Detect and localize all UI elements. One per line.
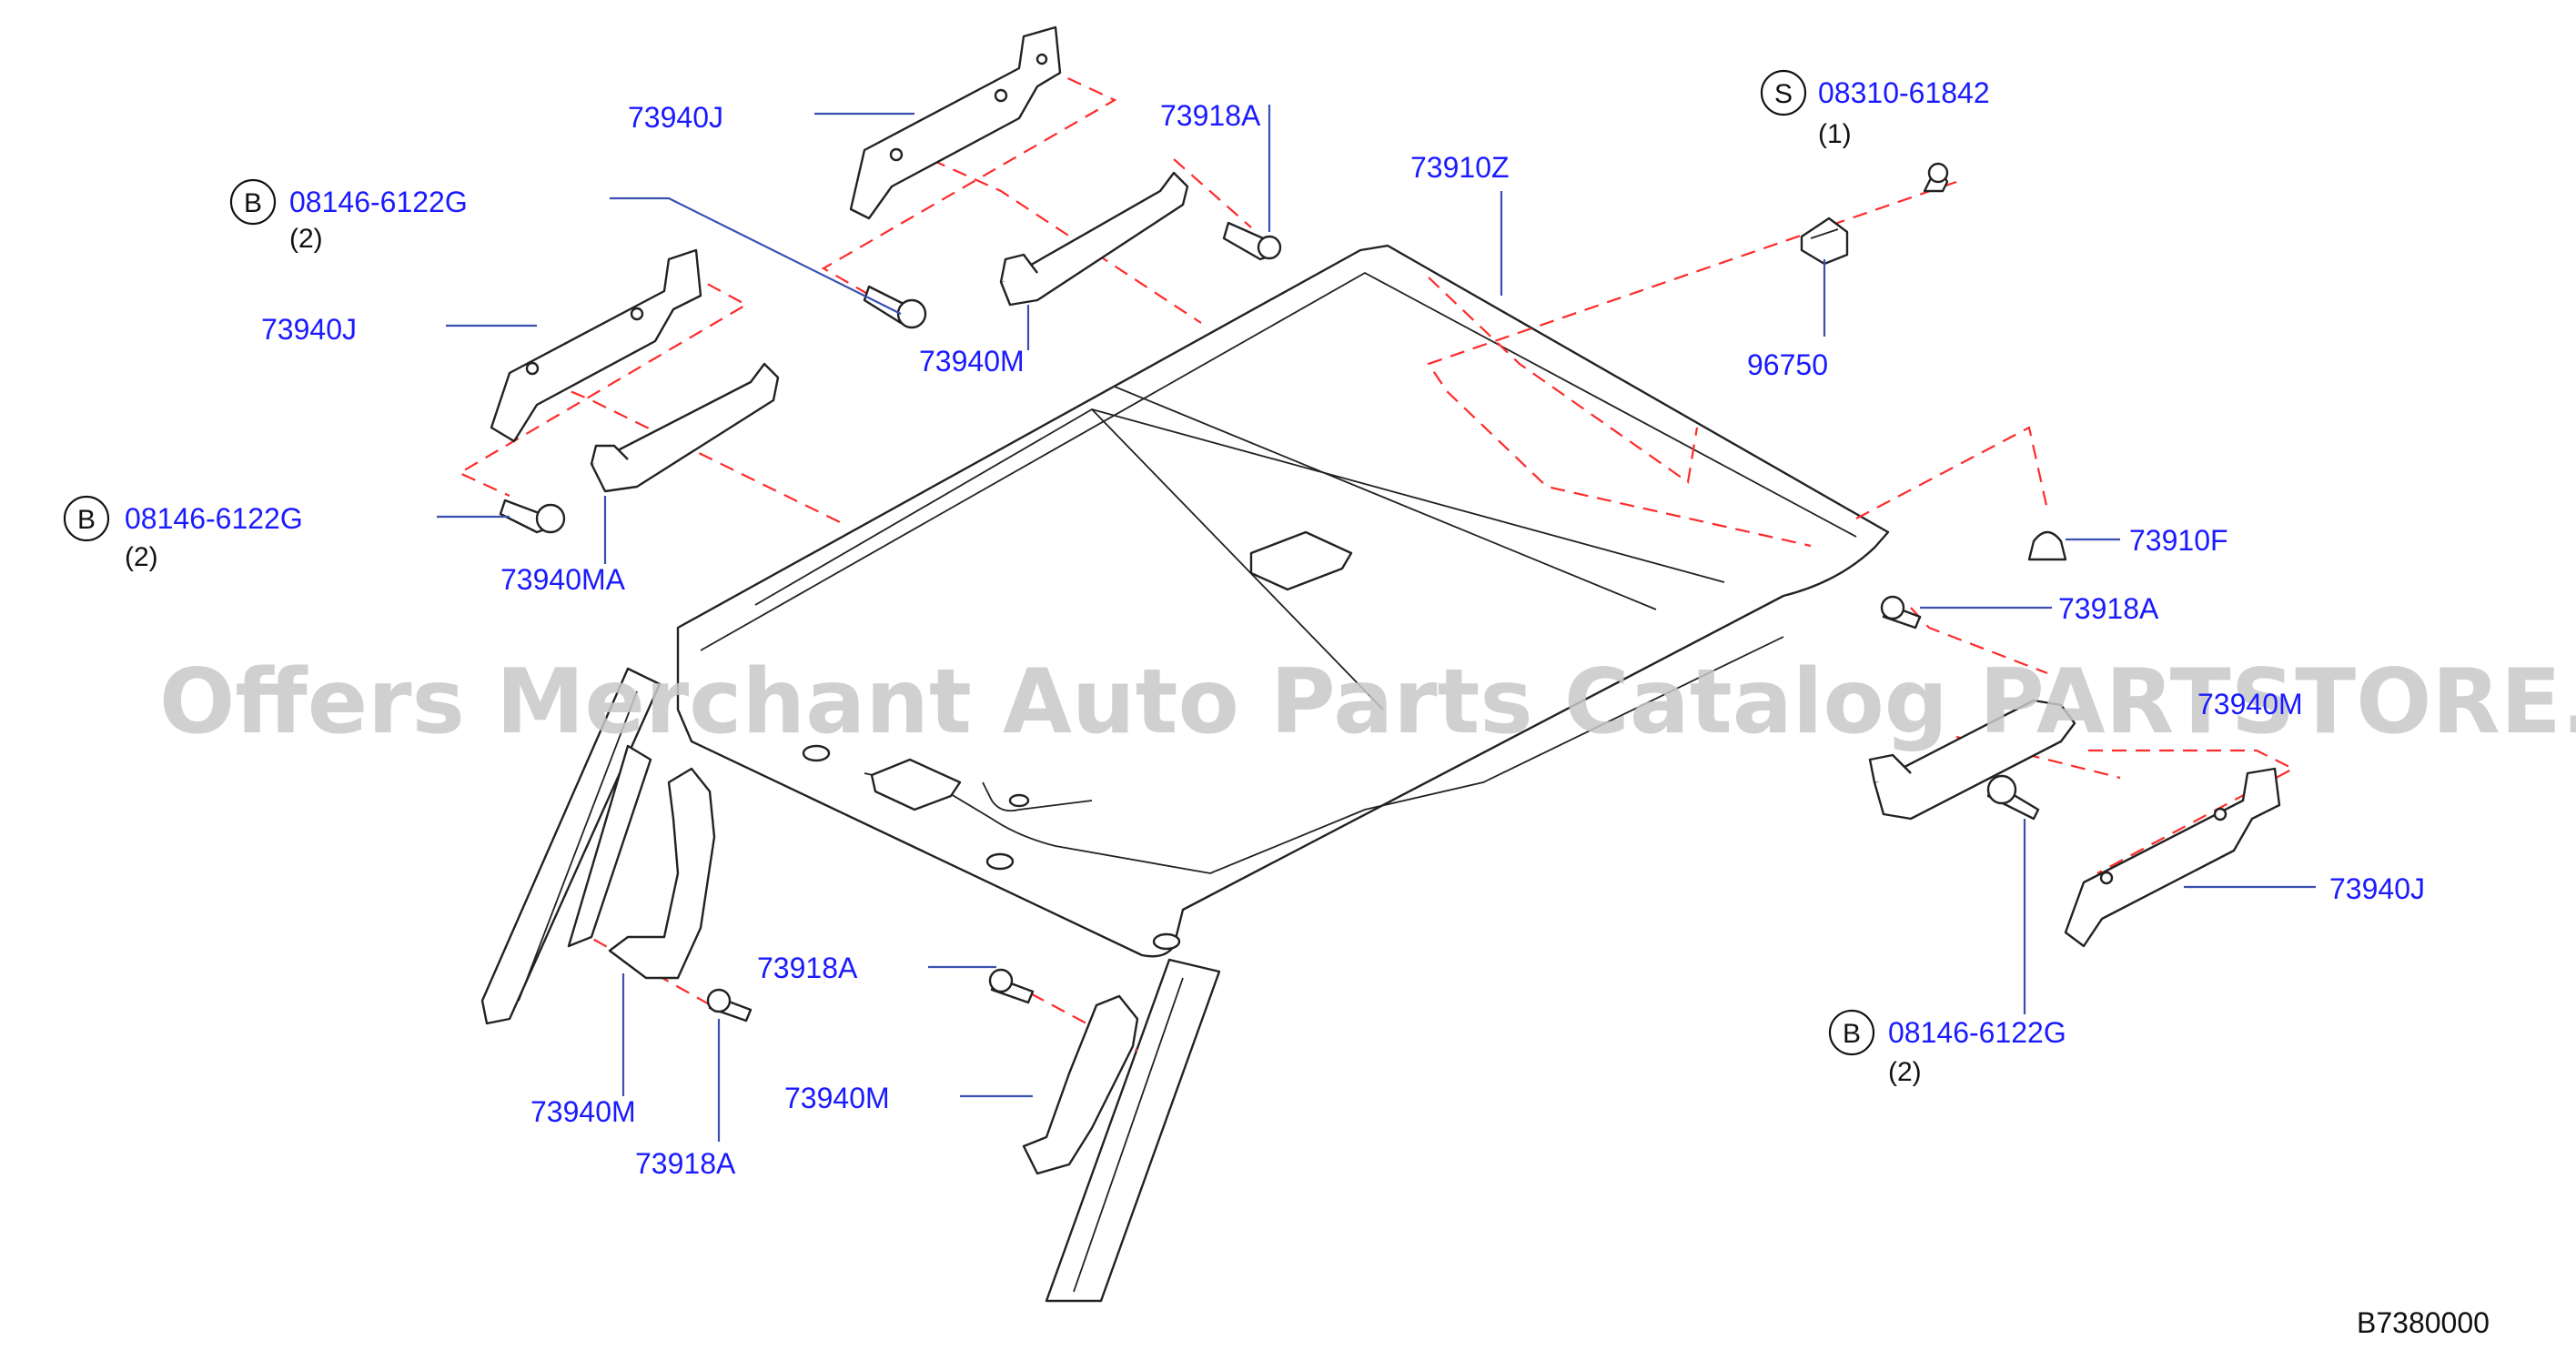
label-73918a-right[interactable]: 73918A bbox=[2058, 592, 2159, 625]
bolt-08146-left[interactable] bbox=[499, 499, 566, 534]
qty-08310: (1) bbox=[1818, 119, 1852, 149]
watermark-text: Offers Merchant Auto Parts Catalog PARTS… bbox=[159, 650, 2576, 754]
assist-grip-73940ma[interactable] bbox=[590, 362, 780, 493]
label-73918a-top[interactable]: 73918A bbox=[1160, 99, 1261, 132]
label-73910z[interactable]: 73910Z bbox=[1410, 151, 1510, 184]
label-73940m-top[interactable]: 73940M bbox=[919, 345, 1025, 378]
label-73940j-top[interactable]: 73940J bbox=[628, 101, 723, 134]
label-73918a-bottom[interactable]: 73918A bbox=[635, 1147, 736, 1180]
assist-grip-73940m-left[interactable] bbox=[608, 767, 716, 980]
screw-73918a-mid[interactable] bbox=[988, 968, 1035, 1004]
label-08146-6122g-right[interactable]: 08146-6122G bbox=[1888, 1016, 2066, 1049]
headlining-panel[interactable] bbox=[676, 244, 1890, 958]
bracket-73940j-right[interactable] bbox=[2064, 767, 2281, 948]
label-73918a-mid[interactable]: 73918A bbox=[757, 952, 858, 984]
label-08146-6122g-left[interactable]: 08146-6122G bbox=[125, 502, 303, 535]
bracket-73940j-top[interactable] bbox=[849, 25, 1062, 220]
assist-grip-73940m-bottom[interactable] bbox=[1022, 994, 1139, 1175]
badge-b-circle-3 bbox=[1828, 1009, 1875, 1056]
assist-grip-73940m-top[interactable] bbox=[999, 171, 1189, 307]
qty-08146-left: (2) bbox=[125, 542, 158, 572]
badge-b-letter-1: B bbox=[244, 188, 262, 218]
label-73940ma[interactable]: 73940MA bbox=[500, 563, 626, 596]
leader-lines bbox=[437, 105, 2316, 1142]
label-73940j-right[interactable]: 73940J bbox=[2329, 872, 2425, 905]
qty-08146-top: (2) bbox=[289, 224, 323, 254]
screw-73918a-top[interactable] bbox=[1222, 221, 1282, 261]
assist-grip-73940m-right[interactable] bbox=[1868, 699, 2076, 821]
bolt-08146-right[interactable] bbox=[1986, 774, 2040, 821]
badge-s-circle bbox=[1760, 69, 1807, 116]
headlining-clip-holes bbox=[802, 744, 1181, 951]
badge-b-circle-1 bbox=[229, 178, 277, 226]
badge-b-letter-2: B bbox=[77, 505, 96, 535]
badge-b-letter-3: B bbox=[1843, 1019, 1861, 1049]
label-73940j-left[interactable]: 73940J bbox=[261, 313, 357, 346]
label-73940m-lower-left[interactable]: 73940M bbox=[530, 1095, 636, 1128]
badge-b-circle-2 bbox=[63, 495, 110, 542]
holder-96750[interactable] bbox=[1800, 217, 1849, 266]
qty-08146-right: (2) bbox=[1888, 1057, 1922, 1087]
badge-s-letter: S bbox=[1774, 79, 1793, 109]
label-96750[interactable]: 96750 bbox=[1747, 348, 1828, 381]
diagram-reference-code: B7380000 bbox=[2357, 1306, 2490, 1339]
screw-73918a-right[interactable] bbox=[1880, 595, 1922, 630]
a-pillar-right bbox=[1045, 958, 1221, 1303]
pillar-trim-left bbox=[567, 744, 652, 948]
label-73940m-bottom[interactable]: 73940M bbox=[784, 1082, 890, 1114]
label-73910f[interactable]: 73910F bbox=[2129, 524, 2228, 557]
screw-08310[interactable] bbox=[1923, 162, 1949, 193]
a-pillar-left bbox=[480, 667, 662, 1025]
sunroof-opening-cover bbox=[870, 530, 1353, 811]
label-08310-61842[interactable]: 08310-61842 bbox=[1818, 76, 1990, 109]
label-73940m-right[interactable]: 73940M bbox=[2197, 688, 2303, 720]
bracket-73940j-left[interactable] bbox=[490, 248, 702, 443]
bolt-08146-top[interactable] bbox=[863, 285, 927, 329]
clip-73910f[interactable] bbox=[2027, 530, 2067, 561]
label-08146-6122g-top[interactable]: 08146-6122G bbox=[289, 186, 468, 218]
screw-73918a-bottom-left[interactable] bbox=[706, 988, 753, 1023]
